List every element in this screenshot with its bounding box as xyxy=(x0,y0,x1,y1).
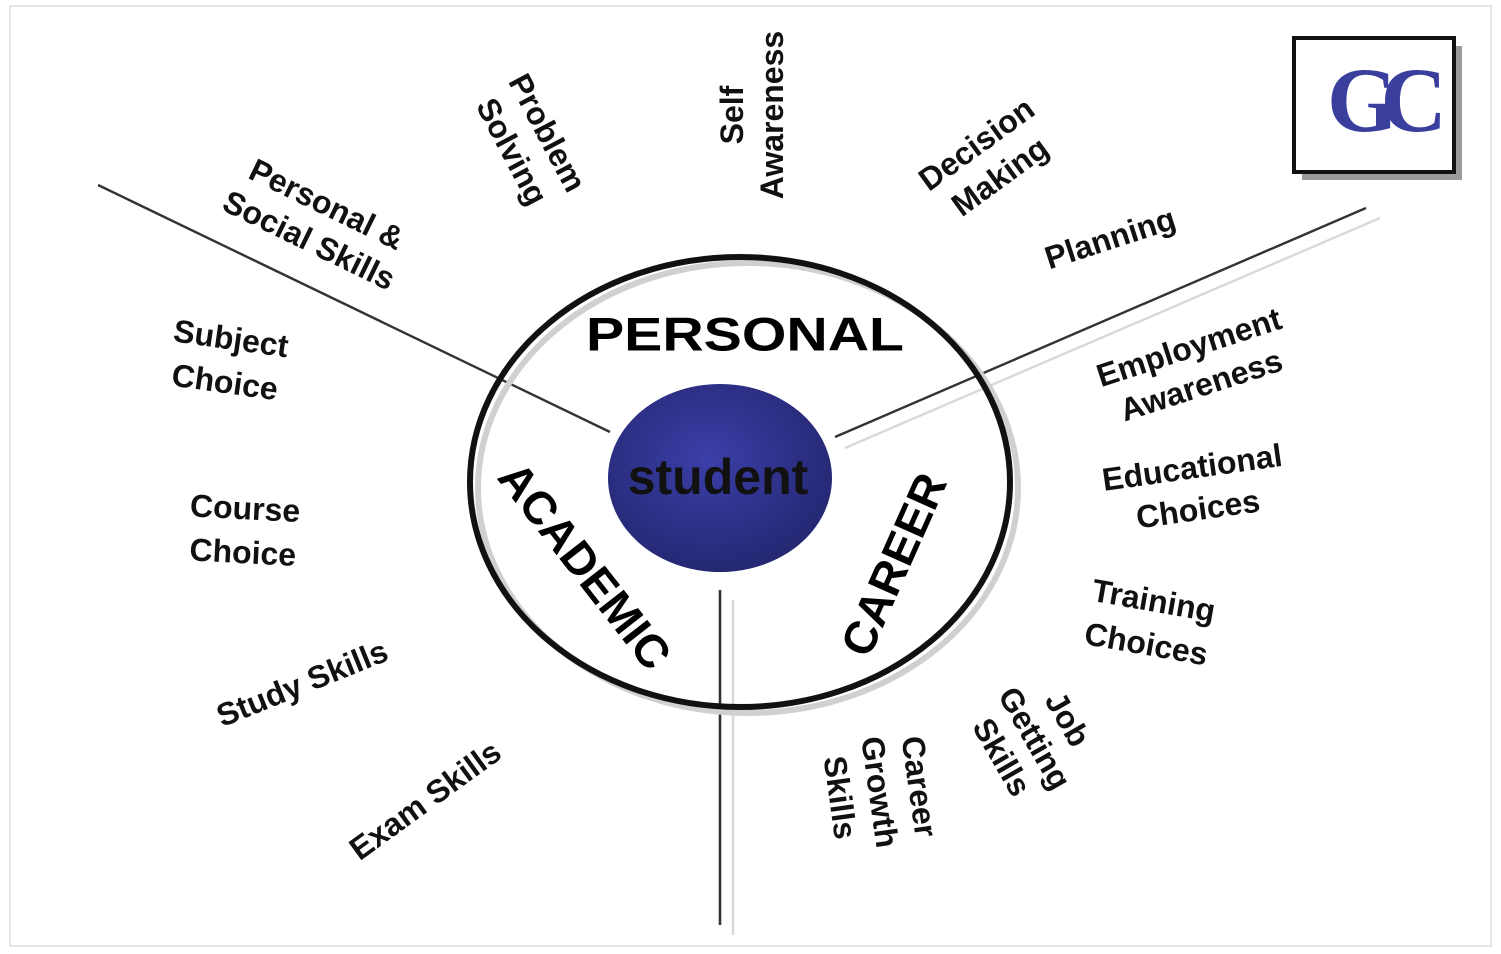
main-circle xyxy=(467,254,1013,710)
divider-line-personal-academic xyxy=(97,183,611,434)
academic-item-1-line-1: Subject xyxy=(171,313,291,365)
personal-item-2: ProblemSolving xyxy=(466,68,593,217)
main-circle-shadow xyxy=(475,260,1021,716)
career-item-1: EmploymentAwareness xyxy=(1092,300,1298,432)
academic-item-2-line-2: Choice xyxy=(189,531,297,573)
student-label: student xyxy=(628,449,809,505)
career-item-5-line-3: Skills xyxy=(817,754,864,842)
personal-item-5: Planning xyxy=(1040,200,1180,276)
academic-item-1-line-2: Choice xyxy=(170,357,281,407)
academic-item-4-line-1: Exam Skills xyxy=(343,733,508,867)
academic-item-2-line-1: Course xyxy=(189,487,301,529)
career-item-4: JobGettingSkills xyxy=(958,662,1111,815)
divider-line-personal-career-shadow xyxy=(844,216,1381,450)
academic-item-4: Exam Skills xyxy=(343,733,508,867)
divider-line-personal-career xyxy=(834,206,1367,439)
career-item-3: TrainingChoices xyxy=(1082,572,1218,672)
gc-logo: GC xyxy=(1292,36,1462,180)
career-item-5: CareerGrowthSkills xyxy=(815,729,945,856)
page-border xyxy=(9,5,1492,947)
personal-item-5-line-1: Planning xyxy=(1040,200,1180,276)
career-item-2: EducationalChoices xyxy=(1100,437,1290,539)
academic-item-3: Study Skills xyxy=(211,633,393,734)
academic-item-2: CourseChoice xyxy=(187,487,301,573)
gc-logo-frame xyxy=(1292,36,1456,174)
personal-item-3-line-2: Awareness xyxy=(754,31,790,199)
personal-item-1: Personal &Social Skills xyxy=(217,147,418,297)
personal-item-4: DecisionMaking xyxy=(912,90,1065,230)
area-heading-personal: PERSONAL xyxy=(586,307,904,360)
gc-logo-letters: GC xyxy=(1327,49,1441,151)
academic-item-3-line-1: Study Skills xyxy=(211,633,393,734)
academic-item-1: SubjectChoice xyxy=(165,313,291,408)
personal-item-3-line-1: Self xyxy=(714,85,750,144)
student-ball xyxy=(608,384,832,572)
